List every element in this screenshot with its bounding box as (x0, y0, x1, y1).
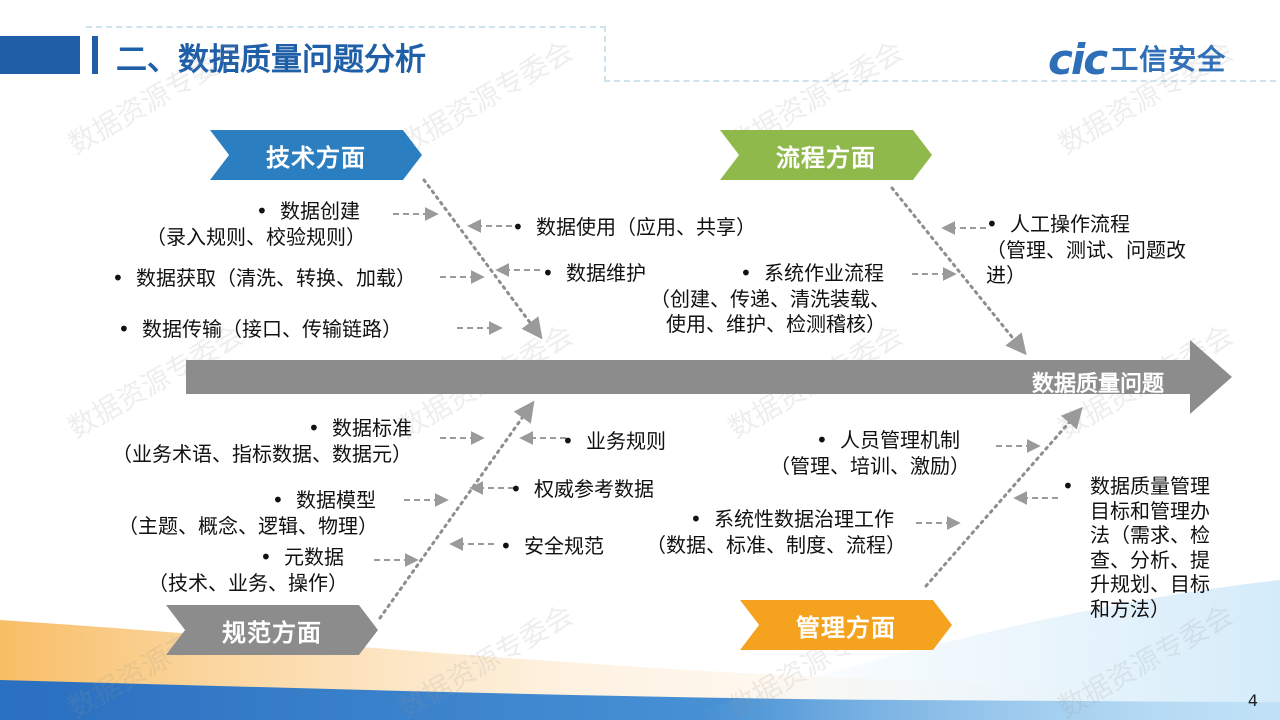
item-systematic-governance: • 系统性数据治理工作 (690, 507, 894, 532)
item-label: 元数据 (284, 545, 344, 569)
category-norm: 规范方面 (166, 605, 378, 655)
cic-logo: cic 工信安全 (1048, 35, 1227, 84)
bullet: • (272, 488, 284, 512)
item-system-workflow-detail-1: （创建、传递、清洗装载、 (650, 287, 890, 311)
bullet: • (512, 215, 524, 239)
item-data-transfer: • 数据传输（接口、传输链路） (118, 317, 402, 342)
page-number: 4 (1247, 691, 1258, 710)
tech-bone (422, 178, 543, 340)
item-label: 系统作业流程 (764, 261, 884, 285)
item-systematic-governance-detail: （数据、标准、制度、流程） (646, 533, 906, 557)
spine-arrow (186, 340, 1232, 414)
item-data-usage: • 数据使用（应用、共享） (512, 215, 756, 240)
bullet: • (986, 212, 998, 236)
item-data-maintenance: • 数据维护 (542, 261, 646, 286)
item-label: 权威参考数据 (534, 477, 654, 501)
title-accent-bar (0, 36, 80, 74)
bullet: • (260, 545, 272, 569)
page-title: 二、数据质量问题分析 (116, 42, 426, 78)
norm-bone (378, 400, 535, 620)
item-label: 数据使用（应用、共享） (536, 215, 756, 239)
item-data-standard-detail: （业务术语、指标数据、数据元） (112, 442, 412, 466)
bullet: • (118, 317, 130, 341)
title-accent-line (92, 36, 98, 74)
item-data-model: • 数据模型 (272, 488, 376, 513)
item-label: 数据获取（清洗、转换、加载） (136, 266, 416, 290)
bullet: • (256, 199, 268, 223)
item-label: 人工操作流程 (1010, 212, 1130, 236)
item-system-workflow: • 系统作业流程 (740, 261, 884, 286)
bullet: • (1062, 474, 1074, 498)
bullet: • (690, 507, 702, 531)
bullet: • (500, 534, 512, 558)
item-label: 数据标准 (332, 416, 412, 440)
item-label: 数据传输（接口、传输链路） (142, 317, 402, 341)
category-tech: 技术方面 (210, 130, 422, 180)
item-metadata: • 元数据 (260, 545, 344, 570)
title-frame-top (86, 26, 606, 29)
logo-chinese-text: 工信安全 (1110, 43, 1227, 76)
item-label: 安全规范 (524, 534, 604, 558)
title-frame-right (604, 26, 1276, 82)
item-people-management: • 人员管理机制 (816, 428, 960, 453)
bullet: • (542, 261, 554, 285)
item-data-standard: • 数据标准 (308, 416, 412, 441)
item-people-management-detail: （管理、培训、激励） (770, 454, 970, 478)
bullet: • (816, 428, 828, 452)
item-security-norm: • 安全规范 (500, 534, 604, 559)
item-reference-data: • 权威参考数据 (510, 477, 654, 502)
item-data-model-detail: （主题、概念、逻辑、物理） (118, 514, 378, 538)
process-bone (890, 186, 1027, 356)
item-label: 数据维护 (566, 261, 646, 285)
category-mgmt: 管理方面 (740, 600, 952, 650)
bullet: • (740, 261, 752, 285)
item-system-workflow-detail-2: 使用、维护、检测稽核） (666, 312, 886, 336)
item-business-rules: • 业务规则 (562, 429, 666, 454)
item-label: 人员管理机制 (840, 428, 960, 452)
bullet: • (112, 266, 124, 290)
bullet: • (308, 416, 320, 440)
bullet: • (562, 429, 574, 453)
item-manual-workflow-detail-1: （管理、测试、问题改 (986, 238, 1186, 262)
item-manual-workflow-detail-2: 进） (986, 263, 1026, 287)
item-data-creation: • 数据创建 (256, 199, 360, 224)
item-metadata-detail: （技术、业务、操作） (148, 571, 348, 595)
mgmt-bone (924, 406, 1083, 588)
logo-latin-text: cic (1048, 35, 1108, 84)
item-label: 系统性数据治理工作 (714, 507, 894, 531)
category-process: 流程方面 (720, 130, 932, 180)
spine-label: 数据质量问题 (1031, 372, 1164, 397)
item-label: 业务规则 (586, 429, 666, 453)
item-quality-goals: • 数据质量管理目标和管理办法（需求、检查、分析、提升规划、目标和方法） (1062, 474, 1212, 621)
item-manual-workflow: • 人工操作流程 (986, 212, 1130, 237)
item-data-creation-detail: （录入规则、校验规则） (146, 225, 366, 249)
item-label: 数据创建 (280, 199, 360, 223)
item-label: 数据质量管理目标和管理办法（需求、检查、分析、提升规划、目标和方法） (1090, 474, 1210, 621)
bullet: • (510, 477, 522, 501)
item-label: 数据模型 (296, 488, 376, 512)
item-data-acquisition: • 数据获取（清洗、转换、加载） (112, 266, 416, 291)
